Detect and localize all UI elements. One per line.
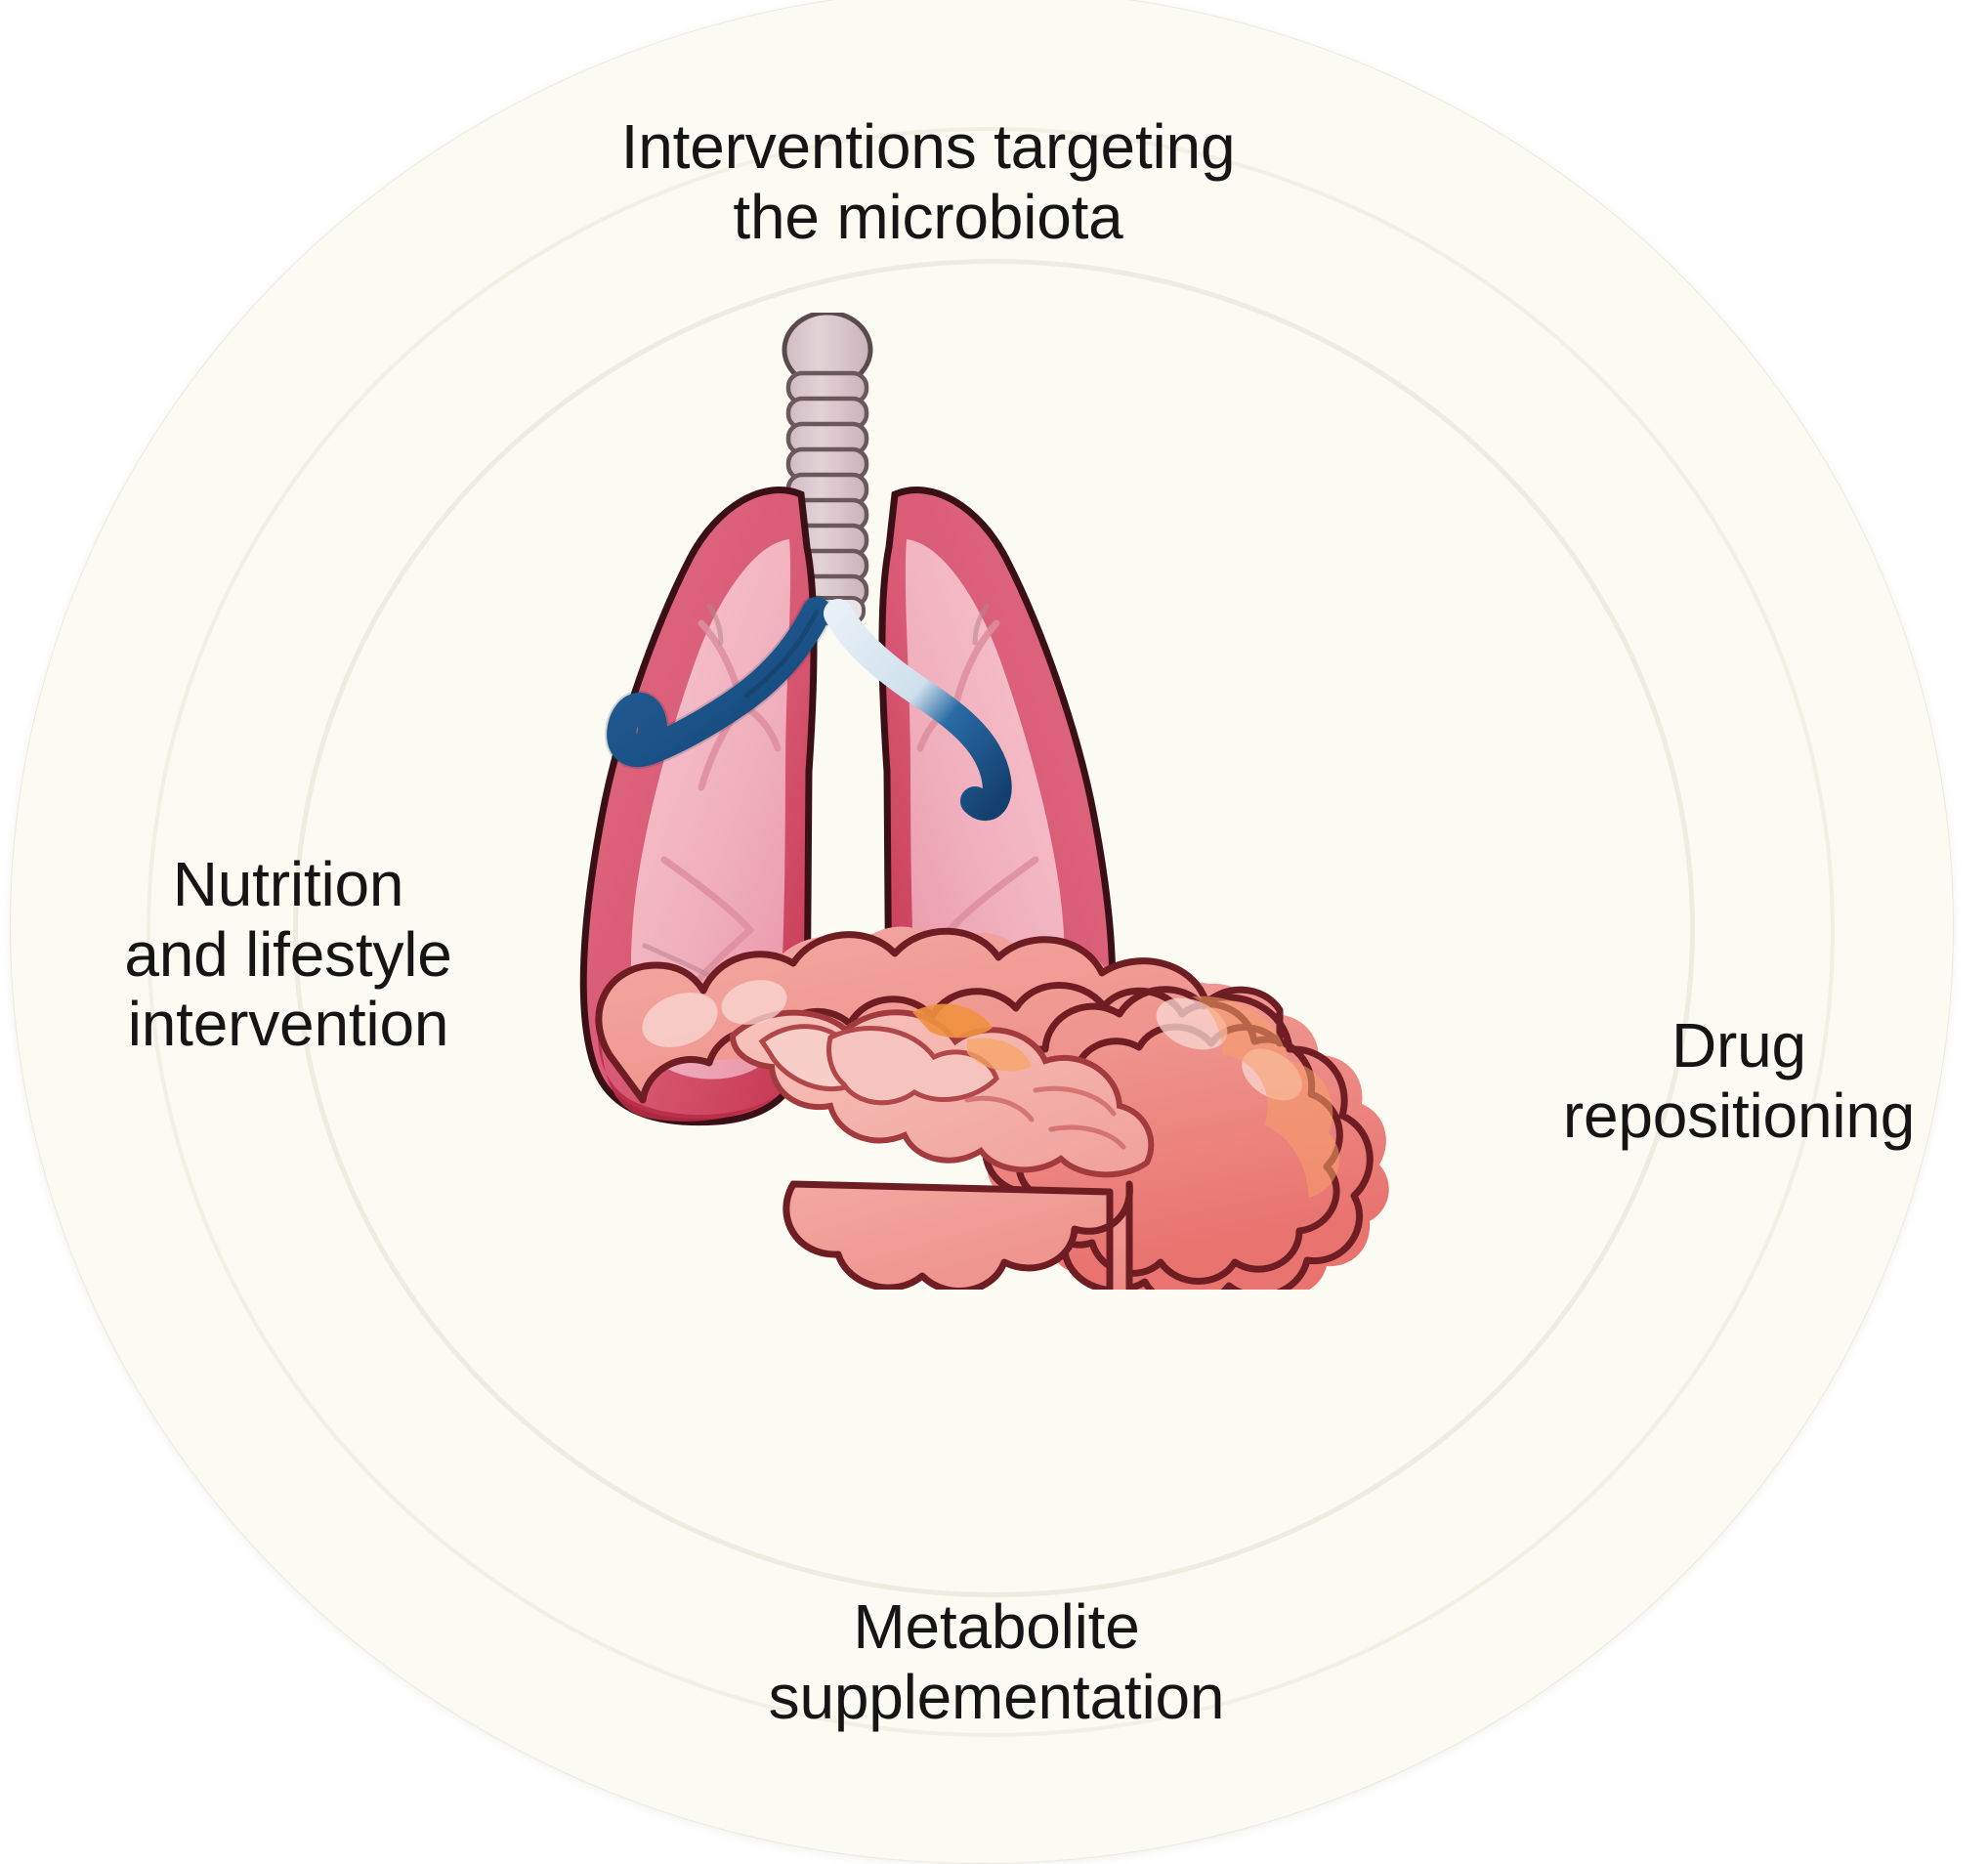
inner-ring [293,259,1695,1597]
label-drug-repositioning: Drug repositioning [1562,1010,1916,1151]
label-nutrition-and-lifestyle-intervention: Nutrition and lifestyle intervention [124,849,452,1060]
bronchi-group [605,595,1012,821]
label-interventions-targeting-the-microbiota: Interventions targeting the microbiota [620,111,1236,252]
large-intestine-colon [595,926,1389,1290]
middle-ring [147,127,1835,1737]
label-metabolite-supplementation: Metabolite supplementation [768,1591,1225,1732]
lungs-and-intestine-illustration [508,313,1485,1290]
